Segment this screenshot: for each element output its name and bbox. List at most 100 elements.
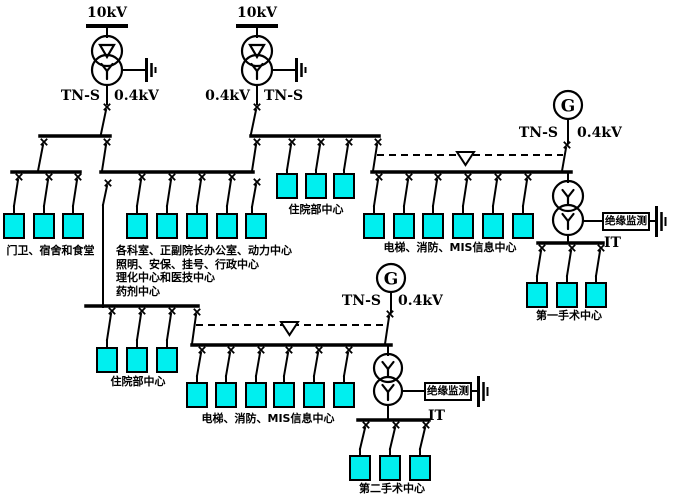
ground-icon xyxy=(271,58,307,82)
departments-group-wiring xyxy=(99,137,262,215)
load-box xyxy=(245,213,267,239)
breaker xyxy=(285,137,297,175)
load-box xyxy=(556,282,578,308)
load-box xyxy=(156,347,178,373)
transformer-1-icon xyxy=(90,34,124,87)
wye-winding-icon xyxy=(381,360,395,379)
breaker xyxy=(402,172,414,215)
load-box xyxy=(349,455,371,481)
lv-label: 0.4kV xyxy=(114,88,159,104)
group-label-depts-4: 药剂中心 xyxy=(116,285,160,298)
load-box xyxy=(393,213,415,239)
generator-1: G xyxy=(552,89,584,183)
breaker-generator-1 xyxy=(560,140,572,173)
group-label-surgery-2: 第二手术中心 xyxy=(359,482,425,495)
breaker xyxy=(12,172,24,215)
group-label-inpatient-lower: 住院部中心 xyxy=(110,375,166,388)
generator-letter: G xyxy=(384,270,399,290)
breaker xyxy=(195,172,207,215)
delta-winding-icon xyxy=(248,43,266,60)
lv-label: 0.4kV xyxy=(577,125,622,141)
load-box xyxy=(216,213,238,239)
breaker xyxy=(491,172,503,215)
load-box xyxy=(379,455,401,481)
load-box xyxy=(245,382,267,408)
load-box xyxy=(422,213,444,239)
breaker xyxy=(342,137,354,175)
load-box xyxy=(303,382,325,408)
breaker xyxy=(342,345,354,384)
breaker xyxy=(371,137,383,173)
breaker xyxy=(254,345,266,384)
load-box xyxy=(96,347,118,373)
inpatient-upper-wiring xyxy=(285,137,354,175)
dashed-link-triangle-icon xyxy=(279,321,300,337)
breaker xyxy=(105,306,117,349)
breaker xyxy=(135,172,147,215)
transfer-interlock-upper xyxy=(377,151,563,167)
transformer-2-icon xyxy=(240,34,274,87)
group-label-depts-3: 理化中心和医技中心 xyxy=(116,271,215,284)
load-box xyxy=(273,382,295,408)
hv-label-1: 10kV xyxy=(86,5,128,21)
system-label: TN-S xyxy=(518,125,558,141)
system-label: TN-S xyxy=(341,293,381,309)
inpatient-lower-wiring xyxy=(105,306,177,349)
breaker xyxy=(521,172,533,215)
load-box xyxy=(333,173,355,199)
breaker xyxy=(165,306,177,349)
breaker xyxy=(312,345,324,384)
group-label-depts-2: 照明、安保、挂号、行政中心 xyxy=(116,258,259,271)
breaker-feed-1 xyxy=(99,102,112,136)
breaker-feed-2 xyxy=(249,102,262,136)
load-box xyxy=(126,213,148,239)
breaker xyxy=(225,172,237,215)
generator-letter: G xyxy=(561,97,576,117)
breaker xyxy=(224,345,236,384)
dashed-link-triangle-icon xyxy=(455,151,476,167)
group-label-mis-lower: 电梯、消防、MIS信息中心 xyxy=(201,412,335,425)
gate-group-wiring xyxy=(10,137,83,215)
wye-winding-icon xyxy=(381,383,395,402)
ground-icon xyxy=(121,58,157,82)
load-box xyxy=(186,213,208,239)
load-box xyxy=(333,382,355,408)
breaker xyxy=(358,420,371,457)
it-system-label: IT xyxy=(428,408,445,424)
isolation-transformer-2 xyxy=(356,352,489,457)
ground-icon xyxy=(477,376,489,407)
it-system-label: IT xyxy=(604,235,621,251)
wye-winding-icon xyxy=(250,62,264,81)
breaker xyxy=(388,420,401,457)
breaker-feed-2-tie xyxy=(250,137,262,173)
breaker xyxy=(135,306,147,349)
group-label-surgery-1: 第一手术中心 xyxy=(536,309,602,322)
breaker xyxy=(535,243,547,284)
delta-winding-icon xyxy=(98,43,116,60)
load-box xyxy=(409,455,431,481)
load-box xyxy=(126,347,148,373)
insulation-monitor-box: 绝缘监测 xyxy=(424,382,472,401)
breaker xyxy=(190,307,202,346)
ground-icon xyxy=(655,206,667,237)
wye-winding-icon xyxy=(561,188,575,207)
breaker xyxy=(372,172,384,215)
breaker xyxy=(418,420,431,457)
breaker xyxy=(461,172,473,215)
breaker xyxy=(282,345,294,384)
mis-lower-wiring xyxy=(190,307,393,384)
breaker xyxy=(36,137,49,173)
group-label-mis-upper: 电梯、消防、MIS信息中心 xyxy=(383,241,517,254)
breaker xyxy=(71,172,83,215)
breaker xyxy=(42,172,54,215)
mis-upper-wiring xyxy=(370,137,573,215)
system-label: TN-S xyxy=(60,88,100,104)
isolation-transformer-1 xyxy=(535,179,667,284)
insulation-monitor-box: 绝缘监测 xyxy=(602,212,650,231)
breaker xyxy=(165,172,177,215)
load-box xyxy=(186,382,208,408)
group-label-inpatient-upper: 住院部中心 xyxy=(288,203,344,216)
load-box xyxy=(482,213,504,239)
